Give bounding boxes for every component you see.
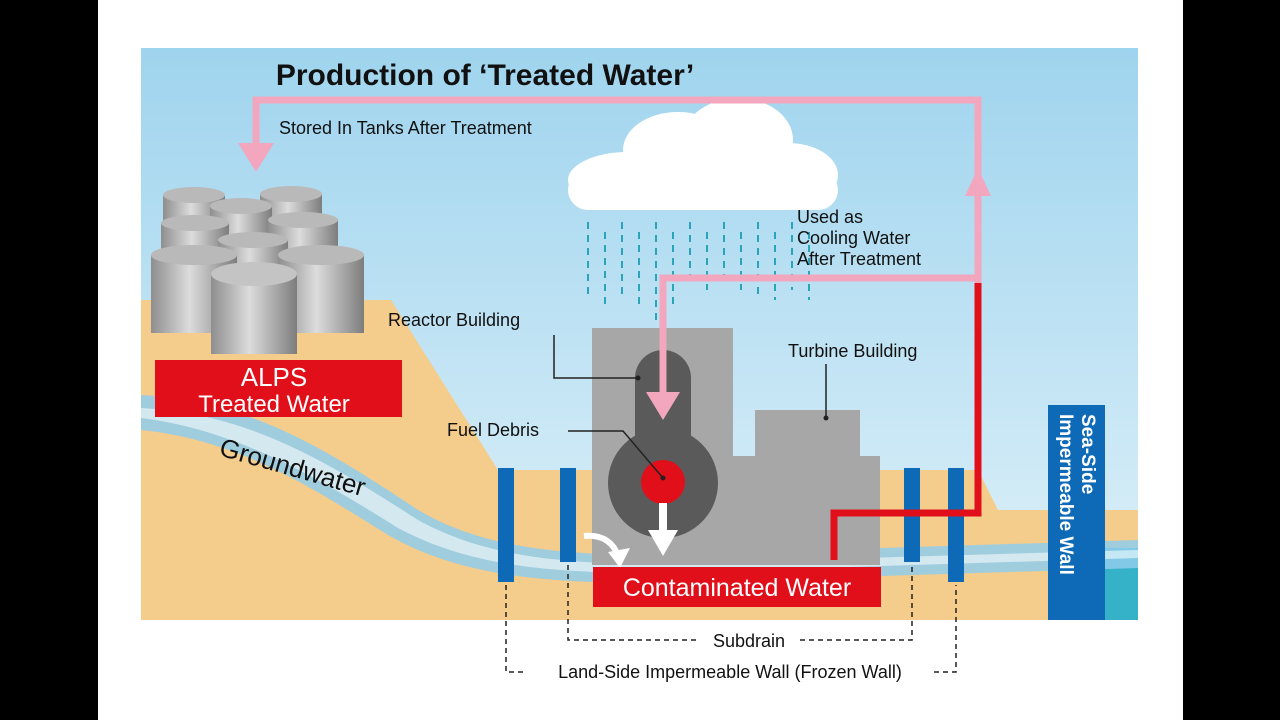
leak-arrow <box>648 503 678 556</box>
sea-side-wall <box>1048 405 1105 620</box>
stored-label: Stored In Tanks After Treatment <box>279 118 532 138</box>
reactor-building-label: Reactor Building <box>388 310 520 330</box>
diagram-title: Production of ‘Treated Water’ <box>276 59 694 92</box>
fuel-debris-leader-dot <box>660 475 666 481</box>
fuel-debris-core <box>641 460 685 504</box>
turbine-building-label: Turbine Building <box>788 341 917 361</box>
cloud <box>568 98 838 210</box>
alps-badge <box>155 360 402 417</box>
contaminated-water-badge <box>593 567 881 607</box>
sea-side-label-line2: Impermeable Wall <box>1055 414 1076 575</box>
groundwater-band-core <box>141 408 1138 573</box>
storage-tanks <box>151 186 364 354</box>
subdrain-bracket <box>567 565 913 641</box>
groundwater-inflow-arrow <box>583 532 630 568</box>
cooling-label-line1: Used as <box>797 207 863 227</box>
treated-water-diagram: ALPS Treated Water Contaminated Water Pr… <box>141 48 1138 682</box>
contaminated-water-label: Contaminated Water <box>623 574 851 602</box>
sea-side-label-line1: Sea-Side <box>1077 414 1098 494</box>
land-side-wall-outer-left <box>498 468 514 582</box>
alps-badge-subtitle: Treated Water <box>198 391 350 418</box>
treated-arrow-down-reactor <box>646 392 680 420</box>
land-side-wall-bracket <box>505 585 957 673</box>
diagram-canvas: ALPS Treated Water Contaminated Water Pr… <box>98 0 1183 720</box>
land-side-wall-label: Land-Side Impermeable Wall (Frozen Wall) <box>558 662 902 682</box>
groundwater-band <box>141 395 1138 583</box>
alps-badge-title: ALPS <box>241 362 308 392</box>
land-side-wall-outer-right <box>948 468 964 582</box>
cooling-label-line2: Cooling Water <box>797 228 910 248</box>
treated-arrow-down-tanks <box>238 143 274 172</box>
subdrain-left <box>560 468 576 562</box>
treated-arrow-up <box>965 168 991 196</box>
fuel-debris-leader-line <box>568 430 664 479</box>
sea-side-wall-label: Sea-Side Impermeable Wall <box>1055 414 1098 575</box>
contaminated-water-pipe <box>830 283 982 560</box>
turbine-leader-dot <box>823 415 829 421</box>
cooling-label-line3: After Treatment <box>797 249 921 269</box>
reactor-leader-dot <box>635 375 641 381</box>
tank <box>211 262 297 354</box>
subdrain-label: Subdrain <box>713 631 785 651</box>
fuel-debris-label: Fuel Debris <box>447 420 539 440</box>
reactor-leader-line <box>553 335 638 379</box>
